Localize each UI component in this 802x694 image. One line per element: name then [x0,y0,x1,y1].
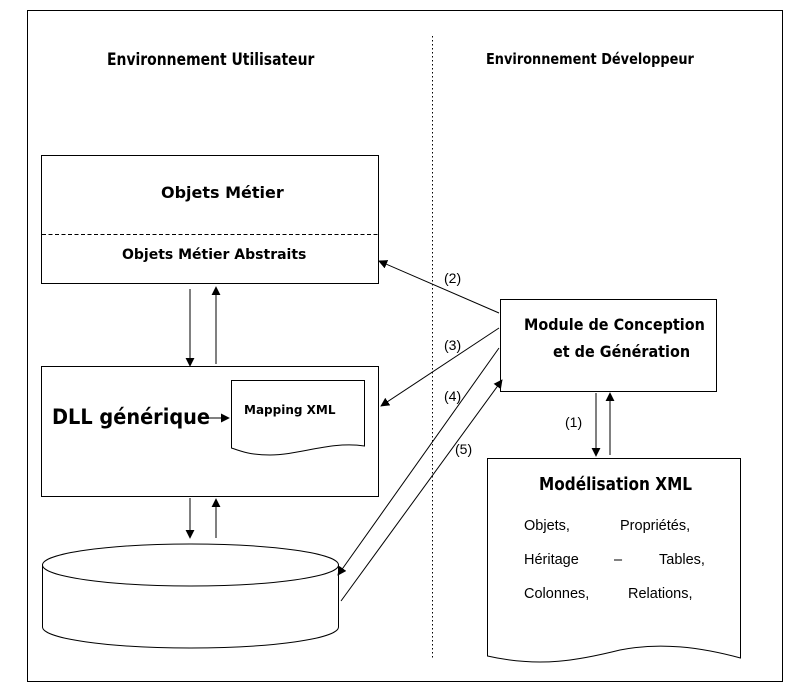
user-environment-heading: Environnement Utilisateur [107,50,315,70]
database-cylinder [42,543,339,649]
module-box [500,299,717,392]
xml-model-row3-col2: Relations, [628,586,693,602]
arrow-step-3 [380,327,500,407]
outer-frame [27,10,783,682]
arrow-step-4 [337,347,500,576]
arrow-step-5 [340,379,503,602]
abstract-business-objects-label: Objets Métier Abstraits [122,247,307,263]
xml-model-row1-col2: Propriétés, [620,518,691,534]
step-label-4: (4) [444,388,462,404]
business-objects-box [41,155,379,284]
step-label-3: (3) [444,337,462,353]
xml-model-row2-col1: Héritage [524,552,579,568]
mapping-xml-label: Mapping XML [244,403,336,417]
xml-model-title: Modélisation XML [539,474,693,495]
xml-model-row2-col3: Tables, [659,552,705,568]
xml-model-row2-col2: – [614,552,623,568]
xml-model-row3-col1: Colonnes, [524,586,590,602]
module-label-line1: Module de Conception [524,315,705,334]
developer-environment-heading: Environnement Développeur [486,50,694,68]
xml-model-row1-col1: Objets, [524,518,570,534]
step-label-2: (2) [444,270,462,286]
business-objects-label: Objets Métier [161,183,284,202]
dll-label: DLL générique [52,405,211,429]
xml-model-document [487,458,741,663]
arrow-step-2 [378,260,500,314]
mapping-xml-document [231,380,365,456]
step-label-1: (1) [565,414,583,430]
step-label-5: (5) [455,441,473,457]
module-label-line2: et de Génération [553,342,691,361]
